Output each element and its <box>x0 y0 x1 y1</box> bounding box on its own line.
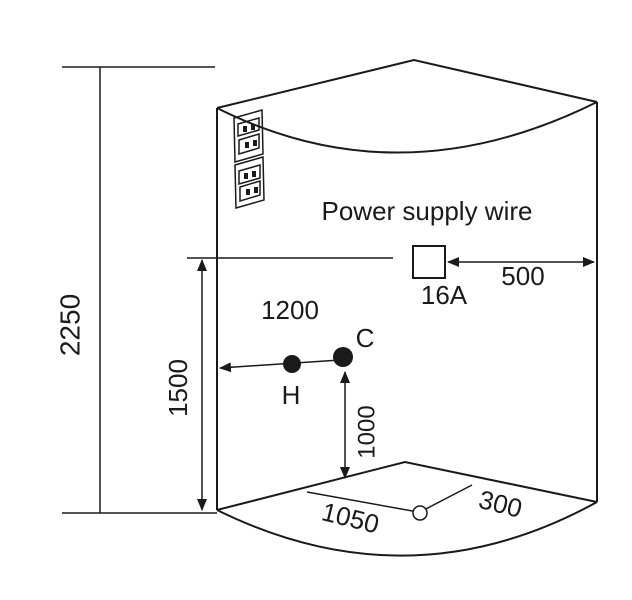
cold-water-label: C <box>356 323 375 353</box>
floor-to-cold-dimension: 1000 <box>340 371 380 479</box>
horizontal-distance-label: 1200 <box>261 295 319 325</box>
box-offset-label: 500 <box>501 261 544 291</box>
double-socket-icon <box>233 109 265 209</box>
floor-back-edge <box>216 460 598 511</box>
cold-water-connection: C <box>333 323 374 367</box>
top-curved-front <box>216 101 598 154</box>
pipe-height-dimension: 1500 <box>163 257 393 511</box>
floor-depth-label: 1050 <box>319 496 382 539</box>
power-wire-label: Power supply wire <box>322 196 533 226</box>
socket-upper <box>233 109 264 163</box>
pipe-height-label: 1500 <box>163 359 193 417</box>
junction-box-icon <box>412 245 446 279</box>
floor-drain-group: 1050 300 <box>319 484 525 539</box>
floor-curved-front <box>216 501 598 557</box>
floor-to-cold-label: 1000 <box>353 405 380 458</box>
drain-offset-label: 300 <box>476 484 525 524</box>
power-supply-group: Power supply wire 16A 500 <box>322 196 595 310</box>
breaker-label: 16A <box>421 280 468 310</box>
drain-icon <box>412 505 428 521</box>
total-height-label: 2250 <box>54 294 85 356</box>
hot-water-connection: H <box>282 355 301 410</box>
cold-water-point <box>333 347 353 367</box>
hot-water-point <box>283 355 301 373</box>
hot-water-label: H <box>282 380 301 410</box>
horizontal-distance-arrow <box>219 359 341 373</box>
shower-enclosure <box>216 58 598 557</box>
total-height-dimension: 2250 <box>54 66 217 514</box>
floor-depth-line <box>306 491 419 513</box>
top-back-edge <box>216 58 598 109</box>
horizontal-distance-dimension: 1200 <box>219 295 341 373</box>
drain-offset-line <box>419 484 473 513</box>
socket-lower <box>234 156 265 209</box>
